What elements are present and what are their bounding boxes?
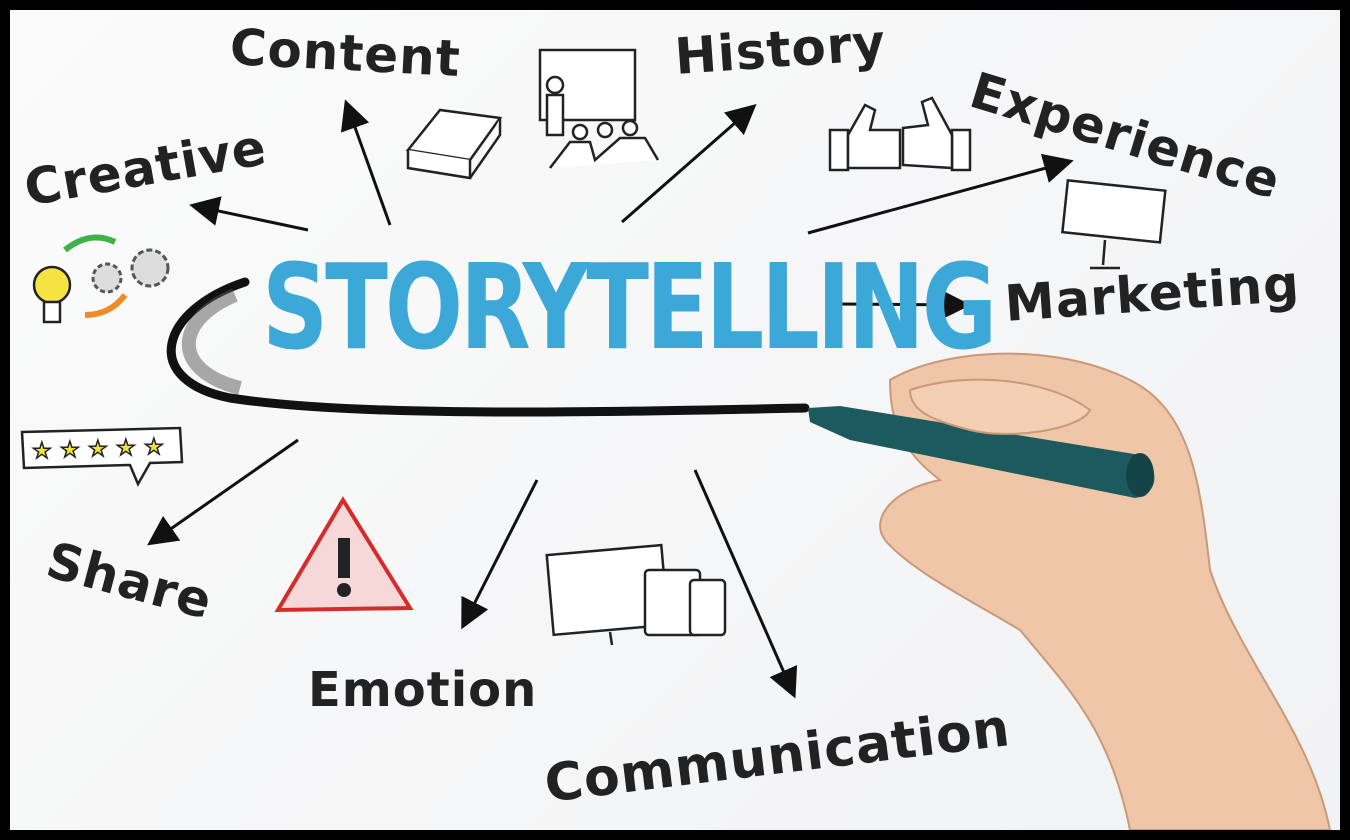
warning-icon — [274, 496, 414, 613]
thumbs-up-icon — [828, 96, 972, 172]
storytelling-diagram: ★★★★★ STORYTELLING Content History Exper… — [10, 10, 1340, 830]
svg-text:★: ★ — [60, 438, 80, 463]
svg-text:★: ★ — [144, 435, 164, 460]
arrow-experience — [807, 153, 1074, 235]
svg-text:★: ★ — [88, 437, 108, 462]
hand-with-marker — [808, 352, 1332, 830]
rating-stars-icon: ★ ★ ★ ★ ★ — [20, 426, 184, 487]
arrow-share — [147, 438, 299, 546]
arrow-creative — [189, 196, 309, 232]
arrows-layer: ★ ★ ★ ★ ★ — [20, 48, 1332, 830]
svg-text:★: ★ — [116, 436, 136, 461]
label-emotion: Emotion — [308, 662, 538, 718]
arrow-history — [621, 104, 757, 224]
arrow-marketing — [837, 289, 971, 320]
devices-icon — [545, 543, 727, 646]
arrow-content — [340, 99, 392, 226]
lightbulb-gears-icon — [32, 234, 170, 324]
presentation-icon — [538, 48, 660, 169]
arrow-communication — [693, 469, 798, 699]
book-icon — [405, 108, 503, 180]
billboard-icon — [1061, 179, 1167, 270]
arrow-emotion — [461, 479, 539, 630]
underline-swoosh — [166, 277, 810, 417]
storytelling-title: STORYTELLING — [262, 238, 997, 376]
label-content: Content — [228, 18, 463, 89]
svg-text:★: ★ — [32, 439, 52, 464]
